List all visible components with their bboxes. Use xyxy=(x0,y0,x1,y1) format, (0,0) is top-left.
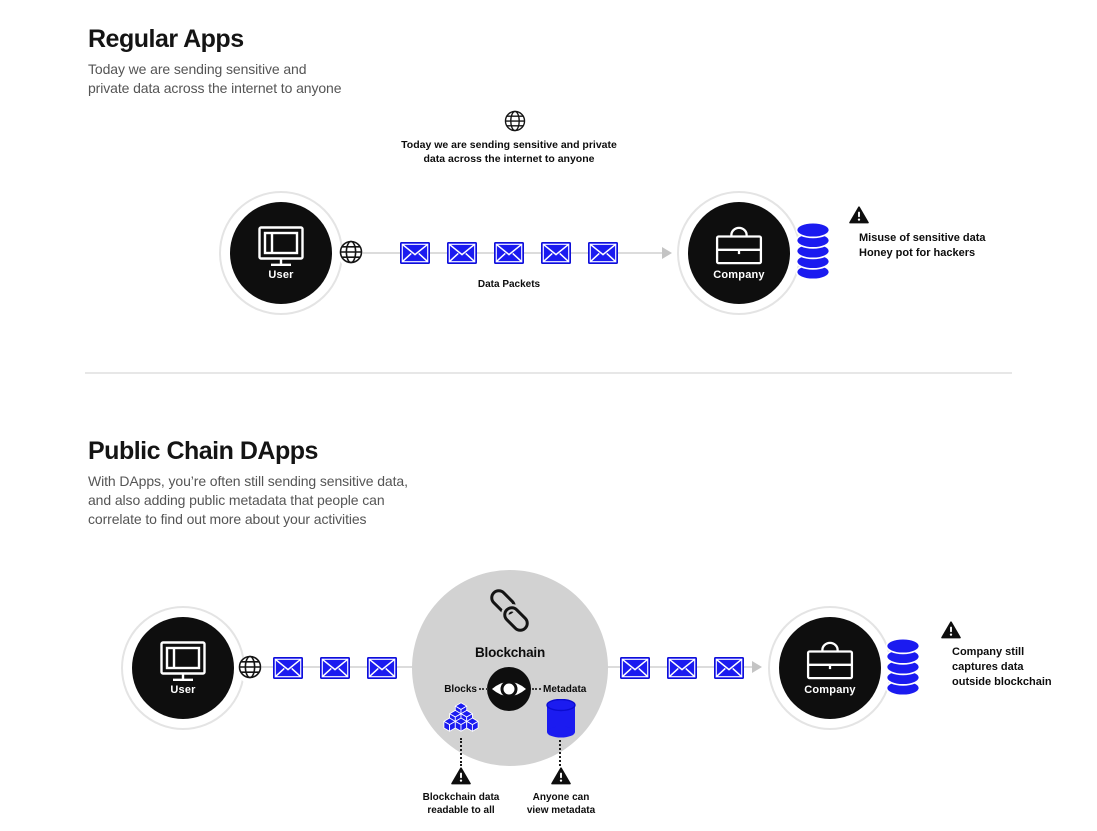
section1-subtitle-line2: private data across the internet to anyo… xyxy=(88,80,342,96)
section-divider xyxy=(85,372,1012,374)
user-node-section1: User xyxy=(219,191,343,315)
user-node-inner: User xyxy=(230,202,332,304)
company-node-inner: Company xyxy=(688,202,790,304)
warning-company-line3: outside blockchain xyxy=(952,676,1052,688)
user-node-inner-2: User xyxy=(132,617,234,719)
user-globe-icon-section1 xyxy=(339,240,363,269)
envelope-icon xyxy=(541,242,571,264)
section1-title: Regular Apps xyxy=(88,25,244,53)
metadata-cylinder-icon xyxy=(546,698,576,744)
internet-caption-line2: data across the internet to anyone xyxy=(423,153,595,165)
internet-caption: Today we are sending sensitive and priva… xyxy=(393,138,625,166)
internet-caption-line1: Today we are sending sensitive and priva… xyxy=(401,139,617,151)
warning-blocks-line1: Blockchain data xyxy=(422,792,500,803)
envelope-icon xyxy=(494,242,524,264)
section2-title: Public Chain DApps xyxy=(88,437,318,465)
blocks-cubes-icon xyxy=(442,702,480,739)
data-packets-label: Data Packets xyxy=(477,279,541,290)
envelope-icon xyxy=(667,657,697,679)
arrowhead-to-company-2 xyxy=(752,661,762,673)
briefcase-icon xyxy=(806,641,854,679)
dotted-connector-metadata xyxy=(532,688,541,690)
warning-section1-line1: Misuse of sensitive data xyxy=(859,232,986,244)
envelope-icon xyxy=(273,657,303,679)
dotted-line-blocks-warning xyxy=(460,738,462,766)
warning-section1-line2: Honey pot for hackers xyxy=(859,247,976,259)
blocks-label: Blocks xyxy=(444,684,477,695)
monitor-icon xyxy=(258,225,304,266)
warning-text-metadata: Anyone can view metadata xyxy=(506,791,616,817)
company-node-section2: Company xyxy=(768,606,892,730)
data-packets-row-chain-to-company xyxy=(620,657,744,679)
warning-metadata-line2: view metadata xyxy=(526,805,596,816)
database-icon-section2 xyxy=(885,637,921,702)
warning-metadata-line1: Anyone can xyxy=(532,792,590,803)
warning-text-company: Company still captures data outside bloc… xyxy=(952,645,1052,690)
company-label-2: Company xyxy=(804,683,856,696)
warning-company-line1: Company still xyxy=(952,646,1025,658)
blockchain-label: Blockchain xyxy=(474,645,546,660)
user-label-2: User xyxy=(170,683,196,696)
company-label: Company xyxy=(713,268,765,281)
warning-triangle-icon-metadata xyxy=(551,767,571,790)
dotted-connector-blocks xyxy=(479,688,488,690)
database-icon-section1 xyxy=(795,221,831,286)
warning-triangle-icon-blocks xyxy=(451,767,471,790)
user-label: User xyxy=(268,268,294,281)
warning-text-blocks: Blockchain data readable to all xyxy=(406,791,516,817)
section2-subtitle-line3: correlate to find out more about your ac… xyxy=(88,511,367,527)
monitor-icon xyxy=(160,640,206,681)
envelope-icon xyxy=(588,242,618,264)
user-globe-icon-section2 xyxy=(238,655,262,684)
envelope-icon xyxy=(320,657,350,679)
company-node-inner-2: Company xyxy=(779,617,881,719)
metadata-label: Metadata xyxy=(543,684,587,695)
warning-company-line2: captures data xyxy=(952,661,1024,673)
section2-subtitle: With DApps, you’re often still sending s… xyxy=(88,472,408,529)
dotted-line-metadata-warning xyxy=(559,740,561,766)
warning-blocks-line2: readable to all xyxy=(427,805,495,816)
data-packets-row-section1 xyxy=(400,242,618,264)
arrowhead-to-company-1 xyxy=(662,247,672,259)
envelope-icon xyxy=(367,657,397,679)
warning-triangle-icon-company xyxy=(941,621,961,644)
section1-subtitle-line1: Today we are sending sensitive and xyxy=(88,61,307,77)
section1-subtitle: Today we are sending sensitive and priva… xyxy=(88,60,342,98)
user-node-section2: User xyxy=(121,606,245,730)
eye-icon xyxy=(487,667,531,716)
envelope-icon xyxy=(447,242,477,264)
chain-link-icon xyxy=(486,587,534,642)
warning-text-section1: Misuse of sensitive data Honey pot for h… xyxy=(859,231,986,261)
data-packets-row-user-to-chain xyxy=(273,657,397,679)
warning-triangle-icon-section1 xyxy=(849,206,869,229)
briefcase-icon xyxy=(715,226,763,264)
section2-subtitle-line1: With DApps, you’re often still sending s… xyxy=(88,473,408,489)
internet-globe-icon xyxy=(504,110,526,137)
company-node-section1: Company xyxy=(677,191,801,315)
envelope-icon xyxy=(714,657,744,679)
envelope-icon xyxy=(620,657,650,679)
envelope-icon xyxy=(400,242,430,264)
section2-subtitle-line2: and also adding public metadata that peo… xyxy=(88,492,385,508)
